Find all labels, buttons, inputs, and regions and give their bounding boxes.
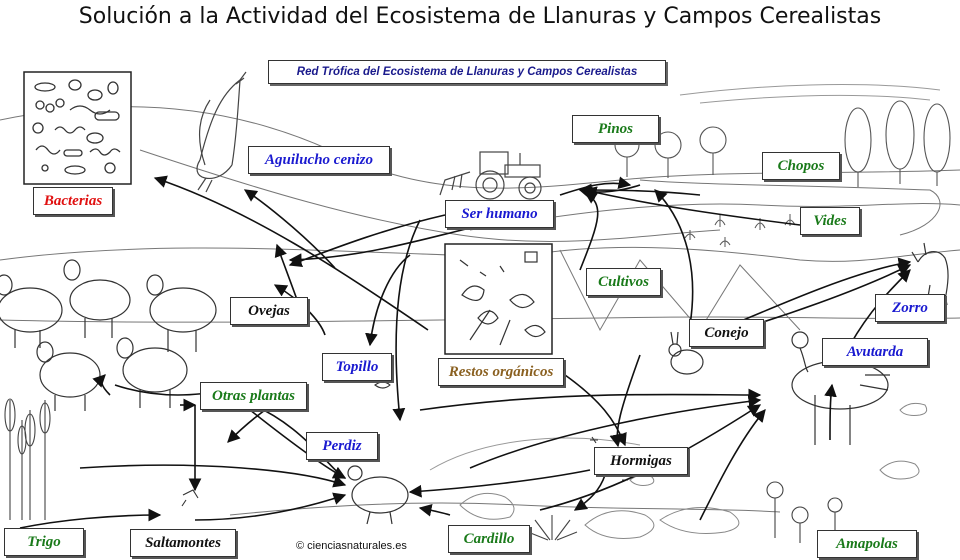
label-chopos: Chopos: [762, 152, 840, 180]
label-saltamontes: Saltamontes: [130, 529, 236, 557]
label-conejo: Conejo: [689, 319, 764, 347]
label-otras-plantas: Otras plantas: [200, 382, 307, 410]
label-trigo: Trigo: [4, 528, 84, 556]
rocks: [459, 402, 928, 539]
label-restos: Restos orgánicos: [438, 358, 564, 386]
poppies-illustration: [766, 481, 843, 543]
poplars-illustration: [844, 100, 951, 187]
label-bacterias: Bacterias: [33, 187, 113, 215]
rabbit-illustration: [668, 331, 704, 375]
bacteria-illustration: [23, 71, 132, 185]
partridge-illustration: [347, 465, 409, 525]
harrier-illustration: [196, 71, 247, 193]
label-cardillo: Cardillo: [448, 525, 530, 553]
page-title: Solución a la Actividad del Ecosistema d…: [78, 4, 882, 29]
label-cultivos: Cultivos: [586, 268, 661, 296]
label-avutarda: Avutarda: [822, 338, 928, 366]
label-pinos: Pinos: [572, 115, 659, 143]
organic-remains-illustration: [444, 243, 553, 355]
diagram-subtitle: Red Trófica del Ecosistema de Llanuras y…: [268, 60, 666, 84]
sheep-illustration: [0, 259, 217, 411]
wheat-illustration: [4, 398, 51, 520]
label-amapolas: Amapolas: [817, 530, 917, 558]
label-hormigas: Hormigas: [594, 447, 688, 475]
label-zorro: Zorro: [875, 294, 945, 322]
label-perdiz: Perdiz: [306, 432, 378, 460]
label-topillo: Topillo: [322, 353, 392, 381]
vines-illustration: [684, 214, 796, 247]
pines-illustration: [614, 126, 727, 178]
thistle-illustration: [527, 515, 578, 541]
food-web-arrows: [19, 175, 912, 529]
copyright-notice: © cienciasnaturales.es: [296, 540, 407, 552]
tractor-illustration: [439, 151, 542, 200]
label-vides: Vides: [800, 207, 860, 235]
label-ser-humano: Ser humano: [445, 200, 554, 228]
label-ovejas: Ovejas: [230, 297, 308, 325]
label-aguilucho: Aguilucho cenizo: [248, 146, 390, 174]
